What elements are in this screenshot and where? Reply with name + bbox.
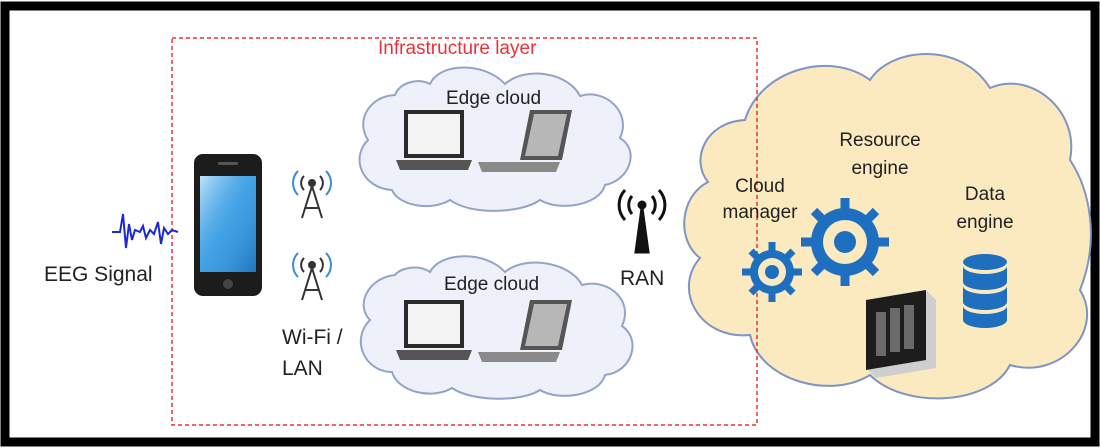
eeg-signal-waveform [112, 213, 179, 249]
server-icon [866, 290, 936, 378]
cloud-manager-label-line1: Cloud [735, 176, 785, 197]
ran-antenna-icon [617, 188, 667, 254]
infrastructure-layer-box [171, 37, 758, 426]
laptop-icon-top-left [396, 110, 472, 170]
gear-icon-small [742, 242, 802, 302]
laptop-icon-top-right [478, 110, 572, 172]
wifi-lan-label-line1: Wi-Fi / [282, 326, 343, 349]
edge-cloud-bottom [359, 255, 634, 400]
gear-icon-large [801, 198, 889, 286]
eeg-signal-label: EEG Signal [44, 263, 153, 286]
ran-label: RAN [620, 267, 665, 290]
smartphone-icon [194, 154, 262, 296]
database-icon [963, 254, 1007, 328]
data-engine-label-line1: Data [964, 184, 1006, 205]
main-cloud [683, 53, 1092, 400]
wifi-antenna-icon-top [292, 170, 332, 219]
laptop-icon-bottom-left [396, 300, 472, 360]
resource-engine-label-line1: Resource [839, 130, 921, 151]
edge-cloud-bottom-label: Edge cloud [444, 274, 540, 295]
data-engine-label-line2: engine [956, 212, 1014, 233]
resource-engine-label-line2: engine [851, 158, 909, 179]
edge-cloud-top-label: Edge cloud [446, 88, 542, 109]
wifi-antenna-icon-bottom [292, 252, 332, 301]
edge-cloud-top [358, 66, 632, 212]
infrastructure-layer-title: Infrastructure layer [378, 38, 537, 59]
cloud-manager-label-line2: manager [722, 202, 798, 223]
laptop-icon-bottom-right [478, 300, 572, 362]
wifi-lan-label-line2: LAN [282, 357, 323, 380]
